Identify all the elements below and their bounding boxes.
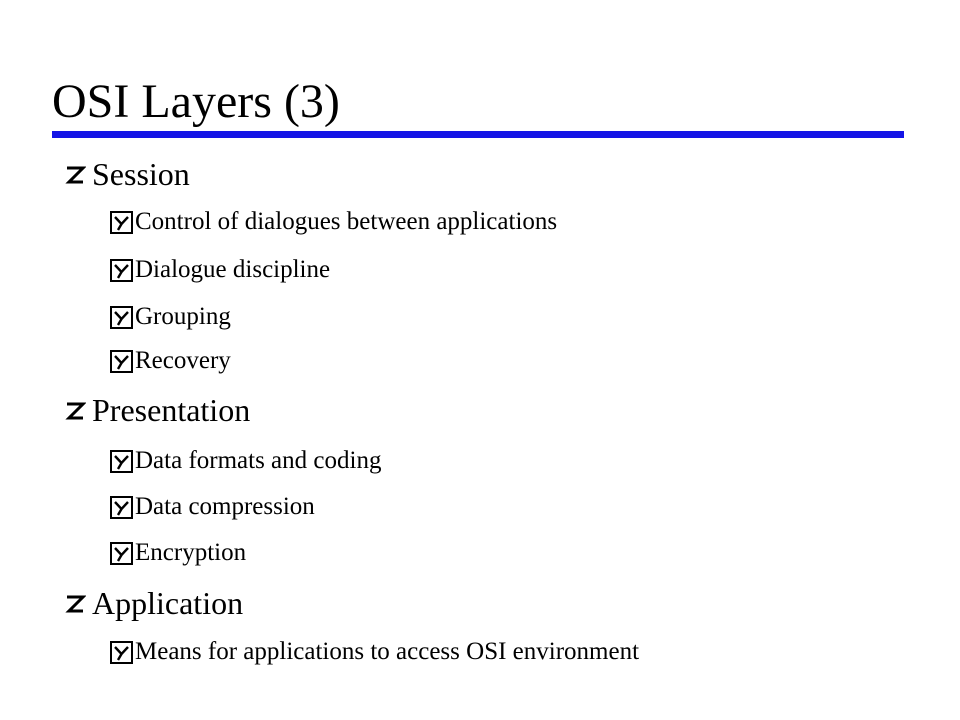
section-label: Application — [92, 584, 244, 621]
z-bullet-icon — [64, 400, 86, 422]
sub-item: Data formats and coding — [110, 446, 381, 476]
sub-item-label: Recovery — [135, 347, 231, 374]
slide-title: OSI Layers (3) — [52, 75, 340, 128]
section-label: Presentation — [92, 391, 251, 428]
sub-item: Control of dialogues between application… — [110, 207, 557, 237]
y-bullet-icon — [110, 305, 133, 329]
title-underline — [52, 131, 904, 138]
z-bullet-icon — [64, 593, 86, 615]
y-bullet-icon — [110, 349, 133, 373]
y-bullet-icon — [110, 640, 133, 664]
y-bullet-icon — [110, 210, 133, 234]
sub-item-label: Encryption — [135, 539, 247, 566]
sub-item-label: Control of dialogues between application… — [135, 208, 558, 235]
sub-item: Data compression — [110, 492, 315, 522]
section-item-application: Application — [64, 583, 243, 623]
sub-item: Recovery — [110, 346, 231, 376]
sub-item: Dialogue discipline — [110, 255, 330, 285]
section-item-session: Session — [64, 154, 190, 194]
sub-item-label: Means for applications to access OSI env… — [135, 638, 640, 665]
sub-item-label: Dialogue discipline — [135, 256, 331, 283]
sub-item: Encryption — [110, 538, 246, 568]
section-item-presentation: Presentation — [64, 390, 250, 430]
z-bullet-icon — [64, 164, 86, 186]
y-bullet-icon — [110, 258, 133, 282]
sub-item-label: Data formats and coding — [135, 447, 382, 474]
sub-item: Means for applications to access OSI env… — [110, 637, 639, 667]
sub-item-label: Grouping — [135, 303, 231, 330]
y-bullet-icon — [110, 449, 133, 473]
y-bullet-icon — [110, 495, 133, 519]
sub-item: Grouping — [110, 302, 231, 332]
section-label: Session — [92, 155, 190, 192]
y-bullet-icon — [110, 541, 133, 565]
sub-item-label: Data compression — [135, 493, 315, 520]
